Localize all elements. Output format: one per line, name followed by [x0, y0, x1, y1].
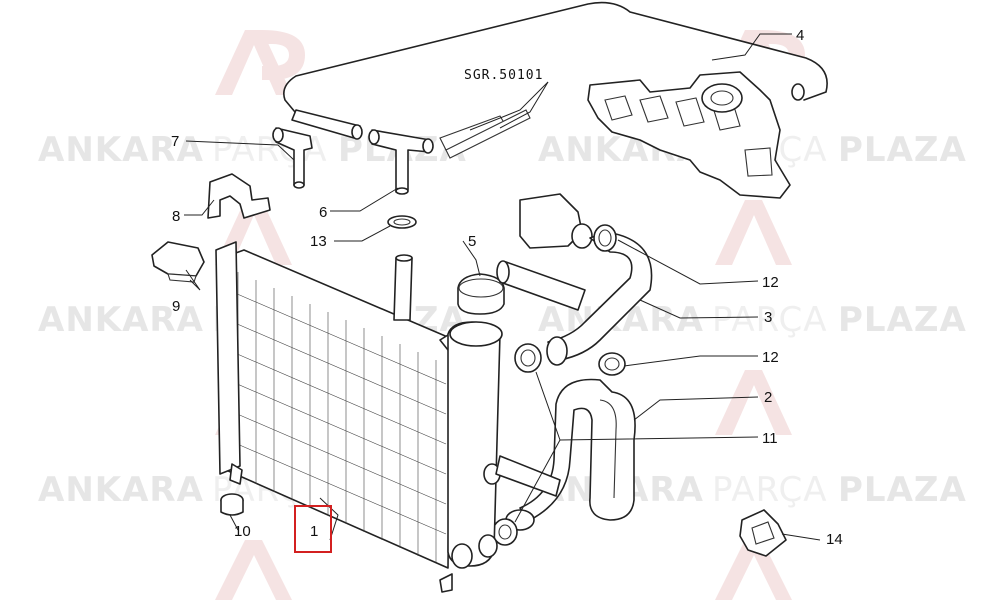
watermark-word: PLAZA	[838, 130, 967, 170]
watermark-word: PARÇA	[712, 300, 828, 340]
intake-manifold	[587, 71, 791, 199]
leader-10	[229, 514, 239, 531]
callout-11[interactable]: 11	[762, 430, 778, 447]
leader-9	[185, 269, 201, 291]
watermark-word: PLAZA	[838, 300, 967, 340]
leader-1	[319, 497, 339, 541]
part-5-filler-cap[interactable]	[457, 273, 505, 315]
leader-12b	[623, 355, 758, 367]
callout-3[interactable]: 3	[764, 309, 772, 326]
part-11-hose-clamp-top[interactable]	[514, 343, 542, 373]
leader-11b	[514, 439, 561, 523]
callout-12-upper[interactable]: 12	[762, 274, 779, 291]
leader-6	[330, 187, 399, 212]
thermostat-housing	[496, 193, 593, 311]
leader-2	[633, 396, 759, 421]
callout-6[interactable]: 6	[319, 204, 327, 221]
callout-1[interactable]: 1	[310, 523, 318, 540]
part-8-bracket[interactable]	[207, 173, 271, 219]
leader-3	[639, 299, 759, 319]
callout-14[interactable]: 14	[826, 531, 843, 548]
watermark-layer: ANKARA PARÇA PLAZA ANKARA PARÇA PLAZA AN…	[38, 30, 967, 600]
callout-2[interactable]: 2	[764, 389, 772, 406]
part-11-hose-clamp-bottom[interactable]	[492, 518, 518, 546]
callout-5[interactable]: 5	[468, 233, 476, 250]
leader-8	[184, 199, 215, 216]
reference-hoses	[439, 109, 531, 159]
part-13-hose-clamp[interactable]	[387, 215, 417, 229]
watermark-word: PLAZA	[838, 470, 967, 510]
leader-13	[334, 225, 391, 242]
callout-13[interactable]: 13	[310, 233, 327, 250]
part-14-clip[interactable]	[739, 509, 787, 557]
leader-lines	[184, 33, 821, 541]
callout-10[interactable]: 10	[234, 523, 251, 540]
callout-1-highlight-box	[294, 505, 332, 553]
side-tank	[447, 321, 561, 569]
watermark-word: ANKARA	[38, 300, 204, 340]
leader-sgr-1	[469, 81, 549, 131]
callout-8[interactable]: 8	[172, 208, 180, 225]
part-12-hose-clamp-lower[interactable]	[598, 352, 626, 376]
callout-labels: 4 7 6 8 13 5 9 12 3 12 2 11 10 14 1	[171, 27, 843, 553]
watermark-word: ANKARA	[38, 470, 204, 510]
part-12-hose-clamp-upper[interactable]	[593, 224, 617, 252]
leader-4	[711, 33, 792, 61]
part-9-mount-pad[interactable]	[151, 241, 205, 283]
watermark-word: PARÇA	[712, 470, 828, 510]
part-6-tee-connector[interactable]	[368, 129, 434, 195]
leader-14	[781, 533, 821, 541]
part-10-grommet[interactable]	[220, 493, 244, 516]
callout-4[interactable]: 4	[796, 27, 804, 44]
part-1-radiator[interactable]	[215, 241, 463, 593]
leader-5	[462, 240, 481, 277]
watermark-word: ANKARA	[38, 130, 204, 170]
callout-7[interactable]: 7	[171, 133, 179, 150]
reference-code-label: SGR.50101	[464, 68, 543, 83]
leader-sgr-2	[499, 81, 549, 129]
callout-12-lower[interactable]: 12	[762, 349, 779, 366]
part-7-elbow-pipe[interactable]	[272, 127, 313, 189]
radiator-core-grid	[227, 272, 447, 562]
callout-9[interactable]: 9	[172, 298, 180, 315]
leader-12a	[617, 239, 759, 285]
vertical-pipe	[393, 254, 413, 321]
leader-7	[185, 140, 295, 161]
